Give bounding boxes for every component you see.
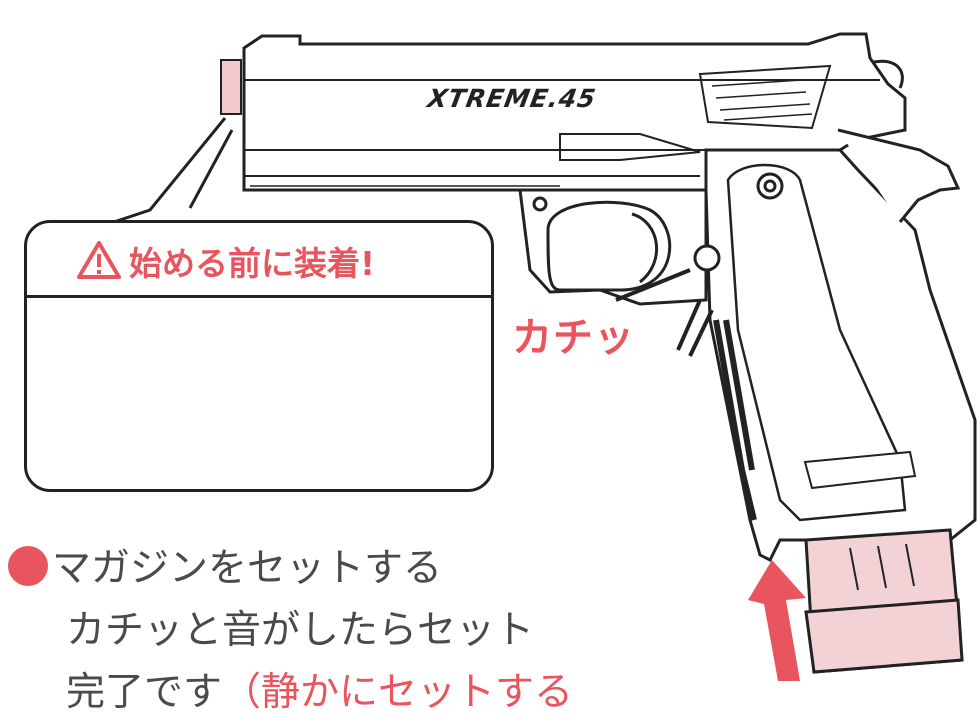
frame-and-grip <box>518 128 977 563</box>
warning-triangle-icon <box>77 241 121 279</box>
bullet-dot-icon <box>8 546 48 586</box>
callout-leader-line <box>95 117 234 230</box>
model-logo-text: XTREME.45 <box>425 84 599 113</box>
instruction-title-row: マガジンをセットする <box>8 538 748 600</box>
instruction-title: マガジンをセットする <box>52 546 443 591</box>
magazine <box>804 528 964 674</box>
pistol-line-drawing <box>61 32 977 681</box>
instruction-line-3: 完了です（静かにセットする <box>8 662 748 724</box>
slide <box>242 32 907 192</box>
callout-title: 始める前に装着! <box>129 244 376 283</box>
manual-illustration: XTREME.45 始める前に装着! カチッ マガジンをセットする カチッと音が… <box>8 32 977 715</box>
muzzle-plug <box>220 59 242 115</box>
instruction-line-3-main: 完了です <box>66 670 223 715</box>
instruction-step: マガジンをセットする カチッと音がしたらセット 完了です（静かにセットする <box>8 538 748 724</box>
instruction-line-2: カチッと音がしたらセット <box>66 608 535 653</box>
click-motion-lines <box>615 268 714 357</box>
pre-start-callout: 始める前に装着! <box>24 220 494 492</box>
callout-header: 始める前に装着! <box>27 223 491 298</box>
insert-direction-arrow <box>748 560 806 681</box>
click-sound-effect: カチッ <box>512 315 635 361</box>
instruction-note: （静かにセットする <box>222 670 574 715</box>
